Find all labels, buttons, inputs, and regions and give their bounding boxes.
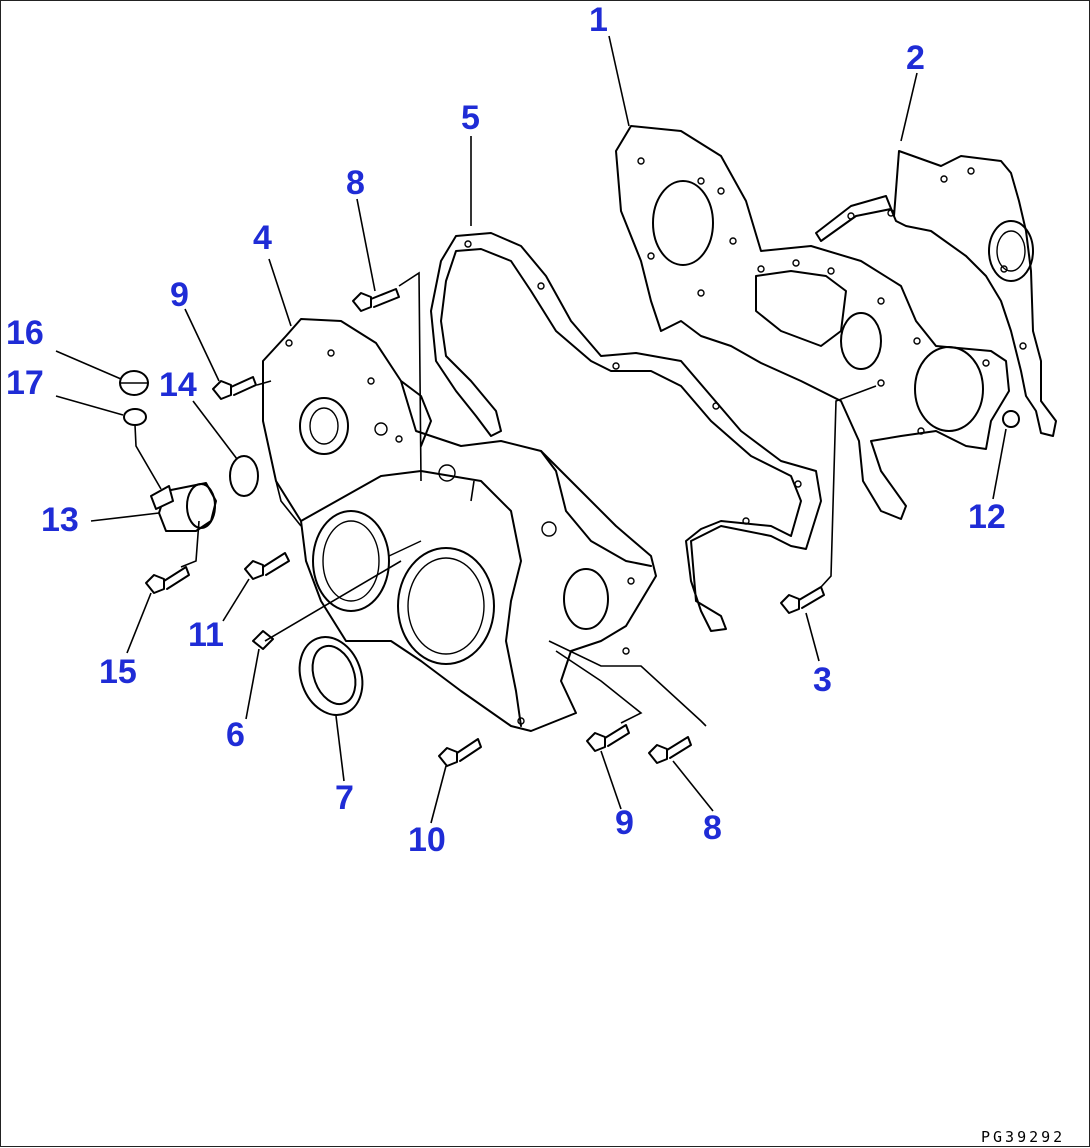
drawing-code: PG39292	[981, 1128, 1065, 1146]
callout-6: 6	[226, 716, 245, 754]
bolt-8-top	[352, 288, 400, 312]
bolt-9-left	[212, 376, 257, 400]
callout-17: 17	[6, 364, 44, 402]
bolt-10	[438, 738, 482, 767]
callout-11: 11	[188, 616, 224, 654]
part-14-o-ring	[229, 455, 259, 497]
callout-labels: 1 2 3 4 5 6 7 8 8 9 9 10 11 12 13 14 15 …	[6, 1, 1006, 859]
part-7-oil-seal	[298, 636, 364, 716]
bolt-8-bottom	[648, 736, 692, 764]
callout-16: 16	[6, 314, 44, 352]
part-6-pin	[252, 630, 274, 650]
bolt-3	[780, 586, 825, 614]
part-2-gasket	[815, 150, 1057, 437]
assembly-lines	[134, 271, 877, 727]
callout-8-bottom: 8	[703, 809, 722, 847]
part-17-plug	[123, 408, 147, 426]
callout-3: 3	[813, 661, 832, 699]
part-13-fitting	[150, 482, 217, 532]
callout-4: 4	[253, 219, 272, 257]
callout-9-bottom: 9	[615, 804, 634, 842]
callout-12: 12	[968, 498, 1006, 536]
callout-1: 1	[589, 1, 608, 39]
bolt-15	[145, 566, 190, 594]
callout-5: 5	[461, 99, 480, 137]
bolt-11	[244, 552, 290, 580]
part-16-cap	[119, 370, 149, 396]
callout-8-top: 8	[346, 164, 365, 202]
callout-10: 10	[408, 821, 446, 859]
callout-2: 2	[906, 39, 925, 77]
callout-leaders	[55, 35, 1007, 824]
callout-15: 15	[99, 653, 137, 691]
callout-9-top: 9	[170, 276, 189, 314]
callout-14: 14	[159, 366, 197, 404]
part-5-gasket	[430, 232, 822, 632]
part-1-plate	[615, 125, 1020, 520]
callout-7: 7	[335, 779, 354, 817]
bolt-9-bottom	[586, 724, 630, 752]
callout-13: 13	[41, 501, 79, 539]
